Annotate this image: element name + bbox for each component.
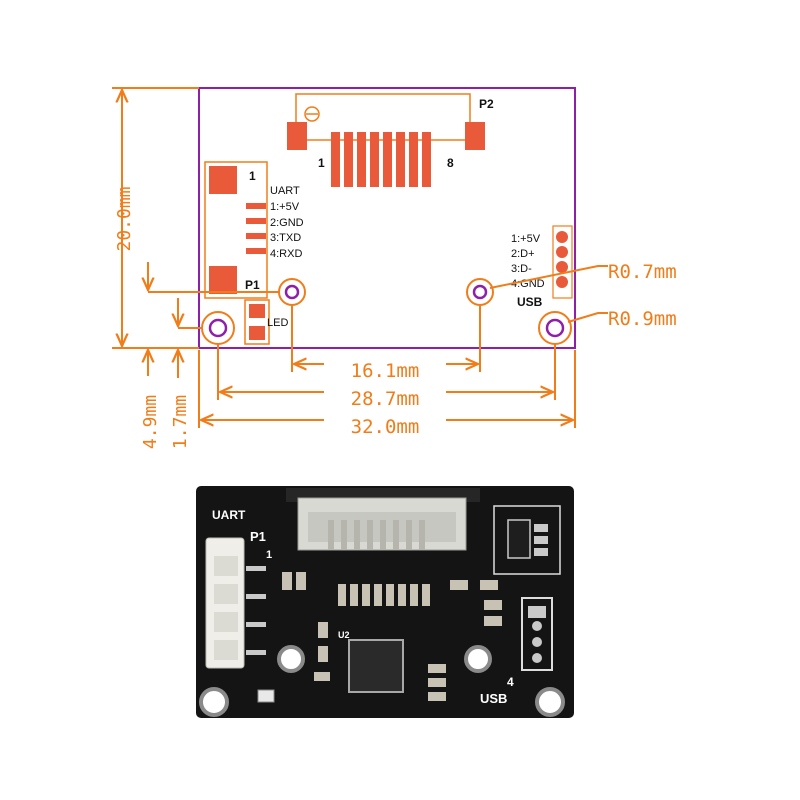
uart-pin-4: 4:RXD: [270, 248, 302, 260]
p1-label: P1: [245, 278, 260, 292]
inner-hole-radius: R0.7mm: [608, 261, 677, 283]
inner-hole-left: [278, 278, 306, 306]
photo-jst-connector: [205, 537, 266, 669]
p1-body-outline: [204, 161, 268, 299]
photo-main-chip: [348, 639, 404, 693]
offset-large-dimension: 4.9mm: [140, 395, 161, 449]
board-width-dimension: 32.0mm: [351, 416, 420, 438]
photo-hole-inner-right: [464, 645, 492, 673]
p2-pin-first-label: 1: [318, 156, 325, 170]
photo-fpc-connector: [286, 488, 480, 551]
led-label: LED: [267, 317, 288, 329]
usb-header: 1:+5V 2:D+ 3:D- 4:GND USB: [511, 225, 573, 309]
photo-hole-outer-right: [535, 687, 565, 717]
board-photo: UART P1 1 U2 4 USB: [196, 486, 574, 718]
dimension-labels: 20.0mm 4.9mm 1.7mm 16.1mm 28.7mm 32.0mm …: [114, 186, 677, 449]
uart-pin-2: 2:GND: [270, 217, 304, 229]
p1-connector: 1 P1 UART 1:+5V 2:GND 3:TXD 4:RXD: [204, 161, 304, 299]
height-dimension: 20.0mm: [114, 186, 135, 251]
photo-passive-components: [282, 572, 502, 701]
offset-small-dimension: 1.7mm: [170, 395, 191, 449]
photo-usb-header: [521, 597, 553, 671]
led-footprint: LED: [244, 299, 288, 345]
usb-label: USB: [517, 295, 543, 309]
usb-pin-3: 3:D-: [511, 263, 532, 275]
photo-regulator: [493, 505, 561, 575]
p2-mount-pad-left: [287, 122, 307, 150]
p2-pin-last-label: 8: [447, 156, 454, 170]
usb-pin-2: 2:D+: [511, 248, 535, 260]
uart-title: UART: [270, 185, 300, 197]
uart-pin-1: 1:+5V: [270, 201, 300, 213]
photo-hole-inner-left: [277, 645, 305, 673]
p2-signal-pads: [331, 132, 431, 187]
p2-mount-pad-right: [465, 122, 485, 150]
photo-chip-silk: U2: [338, 630, 350, 640]
outer-hole-left: [201, 311, 235, 345]
photo-hole-outer-left: [199, 687, 229, 717]
photo-p1-pin-silk: 1: [266, 549, 272, 561]
photo-p1-silk: P1: [250, 529, 266, 544]
p1-signal-pads: [246, 203, 266, 254]
photo-uart-silk: UART: [212, 508, 246, 522]
p2-label: P2: [479, 97, 494, 111]
p2-pin1-marker: [304, 106, 320, 122]
board-drawing: P2 1 8 1 P1 UART 1:+5V 2:GND 3:TXD 4:RXD: [198, 87, 576, 349]
p1-mount-pad-bottom: [209, 266, 237, 294]
usb-pads: [556, 231, 568, 288]
usb-pin-1: 1:+5V: [511, 233, 541, 245]
outer-hole-spacing-dimension: 28.7mm: [351, 388, 420, 410]
mounting-holes: [201, 278, 572, 345]
outer-hole-right: [538, 311, 572, 345]
uart-pin-3: 3:TXD: [270, 232, 301, 244]
photo-led: [257, 689, 275, 703]
photo-usb-silk: USB: [480, 691, 507, 706]
board-outline: [198, 87, 576, 349]
p1-pin-mark: 1: [249, 169, 256, 183]
inner-hole-spacing-dimension: 16.1mm: [351, 360, 420, 382]
inner-hole-right: [466, 278, 494, 306]
photo-usb-pin-silk: 4: [507, 675, 514, 689]
p2-connector: P2 1 8: [287, 93, 494, 187]
outer-hole-radius: R0.9mm: [608, 308, 677, 330]
p1-mount-pad-top: [209, 166, 237, 194]
